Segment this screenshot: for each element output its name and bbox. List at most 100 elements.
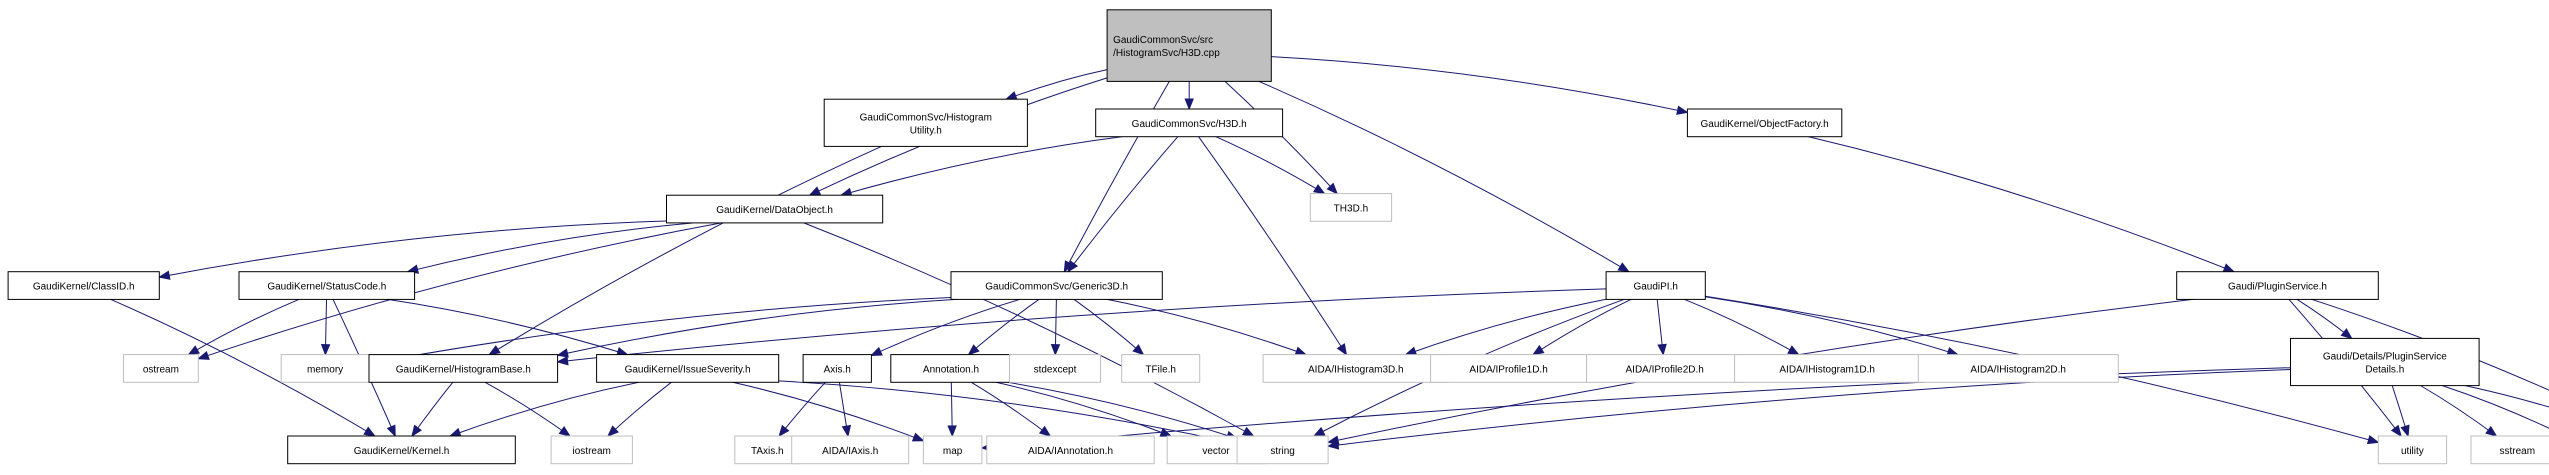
edge-pluginservice-to-typeinfo [2311, 298, 2549, 391]
node-h3d[interactable]: GaudiCommonSvc/H3D.h [1095, 108, 1284, 138]
node-axis[interactable]: Axis.h [802, 354, 872, 383]
arrowhead-annotation-to-iannotation [1038, 425, 1052, 437]
node-label-histutil: GaudiCommonSvc/Histogram [860, 112, 992, 123]
node-box-classid[interactable] [7, 271, 160, 300]
node-box-generic3d[interactable] [950, 271, 1163, 300]
node-box-root[interactable] [1106, 9, 1272, 82]
node-label-plugindetails: Details.h [2365, 364, 2404, 375]
node-th3d: TH3D.h [1309, 193, 1393, 222]
arrowhead-dataobject-to-classid [157, 270, 171, 280]
edge-root-to-histutil [1006, 69, 1108, 100]
node-label-ihist2d: AIDA/IHistogram2D.h [1970, 365, 2066, 376]
node-objfactory[interactable]: GaudiKernel/ObjectFactory.h [1686, 108, 1843, 138]
node-box-plugindetails[interactable] [2290, 337, 2480, 387]
node-dataobject[interactable]: GaudiKernel/DataObject.h [666, 194, 884, 224]
node-label-gaudipi: GaudiPI.h [1633, 282, 1677, 293]
node-generic3d[interactable]: GaudiCommonSvc/Generic3D.h [950, 271, 1163, 300]
edge-plugindetails-to-set [2441, 385, 2549, 429]
node-box-ihist3d [1262, 354, 1449, 383]
arrowhead-plugindetails-to-utility [2400, 424, 2410, 438]
arrowhead-gaudipi-to-histbase [556, 356, 569, 366]
node-label-map: map [943, 446, 963, 457]
node-label-ihist1d: AIDA/IHistogram1D.h [1779, 365, 1875, 376]
node-box-dataobject[interactable] [666, 194, 884, 224]
node-kernel[interactable]: GaudiKernel/Kernel.h [287, 435, 516, 465]
node-root[interactable]: GaudiCommonSvc/src/HistogramSvc/H3D.cpp [1106, 9, 1272, 82]
edge-plugindetails-to-string [1328, 369, 2291, 447]
arrowhead-axis-to-iaxis [841, 424, 852, 438]
node-histbase[interactable]: GaudiKernel/HistogramBase.h [368, 354, 559, 383]
node-box-iaxis [791, 435, 910, 465]
edge-issueseverity-to-kernel [450, 381, 640, 437]
node-box-kernel[interactable] [287, 435, 516, 465]
node-box-pluginservice[interactable] [2176, 271, 2379, 300]
node-statuscode[interactable]: GaudiKernel/StatusCode.h [238, 271, 416, 300]
arrowhead-dataobject-to-ostream [197, 350, 210, 360]
edge-h3d-to-dataobject [840, 136, 1123, 196]
node-box-histbase[interactable] [368, 354, 559, 383]
node-ihist1d: AIDA/IHistogram1D.h [1734, 354, 1921, 383]
node-box-statuscode[interactable] [238, 271, 416, 300]
edge-annotation-to-iannotation [971, 381, 1051, 437]
edge-generic3d-to-ihist3d [1106, 298, 1307, 356]
edge-root-to-generic3d [1063, 81, 1170, 272]
node-box-sstream [2470, 435, 2549, 465]
node-label-iannotation: AIDA/IAnnotation.h [1028, 446, 1113, 457]
node-tfile: TFile.h [1121, 354, 1201, 383]
arrowhead-pluginservice-to-utility [2390, 424, 2402, 438]
edge-h3d-to-ihist3d [1198, 136, 1347, 355]
node-box-iprof2d [1586, 354, 1744, 383]
arrowhead-plugindetails-to-sstream [2485, 425, 2498, 437]
node-box-annotation[interactable] [890, 354, 1012, 383]
edge-objfactory-to-pluginservice [1808, 136, 2235, 273]
node-label-stdexcept: stdexcept [1034, 365, 1077, 376]
edge-classid-to-kernel [110, 298, 376, 437]
node-label-root: GaudiCommonSvc/src [1113, 35, 1213, 46]
node-label-sstream: sstream [2500, 446, 2536, 457]
arrowhead-root-to-gaudipi [1617, 262, 1630, 273]
arrowhead-generic3d-to-stdexcept [1050, 343, 1061, 356]
node-box-issueseverity[interactable] [596, 354, 780, 383]
node-string: string [1236, 435, 1329, 465]
node-box-iprof1d [1430, 354, 1588, 383]
node-box-histutil[interactable] [823, 98, 1028, 147]
node-classid[interactable]: GaudiKernel/ClassID.h [7, 271, 160, 300]
node-label-kernel: GaudiKernel/Kernel.h [354, 446, 450, 457]
node-label-issueseverity: GaudiKernel/IssueSeverity.h [625, 365, 751, 376]
node-stdexcept: stdexcept [1009, 354, 1101, 383]
node-gaudipi[interactable]: GaudiPI.h [1605, 271, 1706, 300]
edge-generic3d-to-memory [368, 297, 952, 364]
edge-dataobject-to-string [803, 222, 1254, 437]
node-label-dataobject: GaudiKernel/DataObject.h [716, 205, 833, 216]
node-ihist2d: AIDA/IHistogram2D.h [1917, 354, 2119, 383]
node-pluginservice[interactable]: Gaudi/PluginService.h [2176, 271, 2379, 300]
node-utility: utility [2377, 435, 2448, 465]
arrowhead-gaudipi-to-utility [2366, 435, 2380, 445]
node-issueseverity[interactable]: GaudiKernel/IssueSeverity.h [596, 354, 780, 383]
node-iprof2d: AIDA/IProfile2D.h [1586, 354, 1744, 383]
node-label-tfile: TFile.h [1145, 365, 1176, 376]
node-annotation[interactable]: Annotation.h [890, 354, 1012, 383]
node-box-gaudipi[interactable] [1605, 271, 1706, 300]
node-label-taxis: TAxis.h [751, 446, 784, 457]
edge-root-to-objfactory [1271, 56, 1688, 113]
node-box-axis[interactable] [802, 354, 872, 383]
node-label-root: /HistogramSvc/H3D.cpp [1113, 48, 1220, 59]
node-box-objfactory[interactable] [1686, 108, 1843, 138]
node-label-ihist3d: AIDA/IHistogram3D.h [1308, 365, 1404, 376]
arrowhead-statuscode-to-ostream [187, 345, 200, 356]
node-label-axis: Axis.h [824, 365, 851, 376]
edge-statuscode-to-issueseverity [386, 298, 628, 356]
node-box-h3d[interactable] [1095, 108, 1284, 138]
edge-annotation-to-string [1007, 381, 1238, 440]
arrowhead-histbase-to-iostream [558, 426, 571, 437]
arrowhead-gaudipi-to-ihist1d [1787, 345, 1800, 356]
arrowhead-gaudipi-to-ihist3d [1404, 346, 1418, 356]
node-box-tfile [1121, 354, 1201, 383]
arrowhead-generic3d-to-tfile [1132, 344, 1145, 356]
node-label-th3d: TH3D.h [1334, 203, 1368, 214]
node-label-classid: GaudiKernel/ClassID.h [33, 282, 135, 293]
